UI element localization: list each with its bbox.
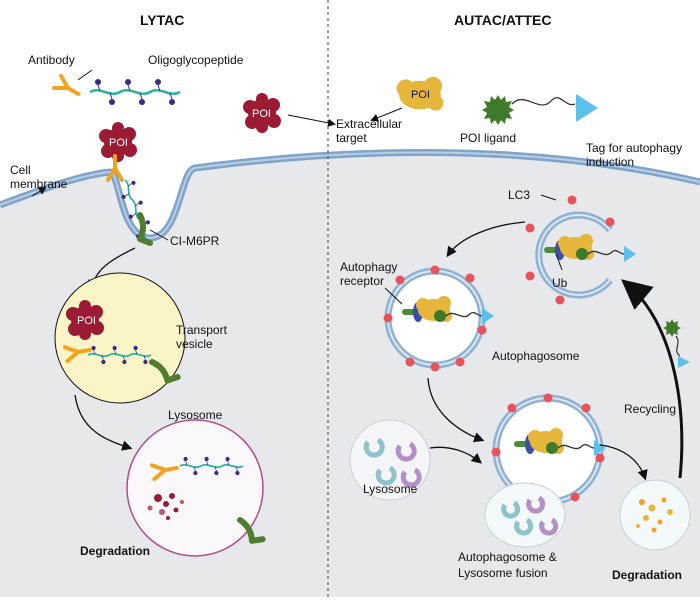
autophagy-tag-icon — [576, 94, 598, 122]
autophagosome-label: Autophagosome — [492, 349, 580, 363]
oligoglycopeptide-chain — [88, 77, 182, 107]
arrow-to-lysosome-left — [74, 394, 133, 451]
degradation-label-right: Degradation — [612, 568, 683, 582]
poi-label-lytac-top: POI — [109, 137, 128, 149]
lysosome-label-left: Lysosome — [168, 408, 223, 422]
extracellular-label-1: Extracellular — [336, 117, 403, 131]
transport-vesicle-label-1: Transport — [176, 323, 227, 337]
oligoglycopeptide-label: Oligoglycopeptide — [148, 53, 244, 67]
autophagy-receptor-label-1: Autophagy — [340, 260, 398, 274]
fusion-label-2: Lysosome fusion — [458, 566, 548, 580]
degraded-fragments-right — [636, 497, 673, 533]
transport-vesicle — [54, 272, 186, 404]
lysosome-right — [349, 419, 431, 501]
lc3-label: LC3 — [508, 188, 531, 202]
degradation-label-left: Degradation — [80, 544, 151, 558]
tag-label-2: induction — [586, 155, 635, 169]
fusion-label-1: Autophagosome & — [458, 550, 557, 564]
ci-m6pr-label: CI-M6PR — [170, 234, 220, 248]
ub-label: Ub — [552, 276, 568, 290]
transport-vesicle-label-2: vesicle — [176, 337, 213, 351]
cell-membrane-label-2: membrane — [10, 177, 68, 191]
lysosome-left — [126, 419, 264, 557]
degradation-vesicle — [619, 479, 691, 551]
lysosome-label-right: Lysosome — [363, 482, 418, 496]
antibody-icon — [52, 73, 84, 103]
poi-label-vesicle: POI — [77, 315, 96, 327]
fused-lysosome — [484, 482, 566, 548]
autophagy-receptor-label-2: receptor — [340, 274, 385, 288]
arrow-to-fusion — [427, 377, 485, 443]
antibody-label: Antibody — [28, 53, 75, 67]
extracellular-label-2: target — [336, 131, 367, 145]
cell-membrane-label-1: Cell — [10, 163, 31, 177]
recycling-label: Recycling — [624, 402, 677, 416]
tag-label-1: Tag for autophagy — [586, 141, 683, 155]
lytac-header: LYTAC — [140, 12, 185, 28]
autac-attec-header: AUTAC/ATTEC — [454, 12, 552, 28]
degraded-poi-fragments — [147, 493, 184, 520]
poi-ligand-icon — [482, 95, 514, 125]
poi-label-extracellular: POI — [252, 108, 271, 120]
poi-ligand-label: POI ligand — [460, 131, 517, 145]
recycling-arrow — [621, 279, 684, 479]
arrow-to-autophagosome — [446, 221, 526, 258]
poi-label-yellow: POI — [411, 89, 430, 101]
linker — [511, 97, 576, 106]
